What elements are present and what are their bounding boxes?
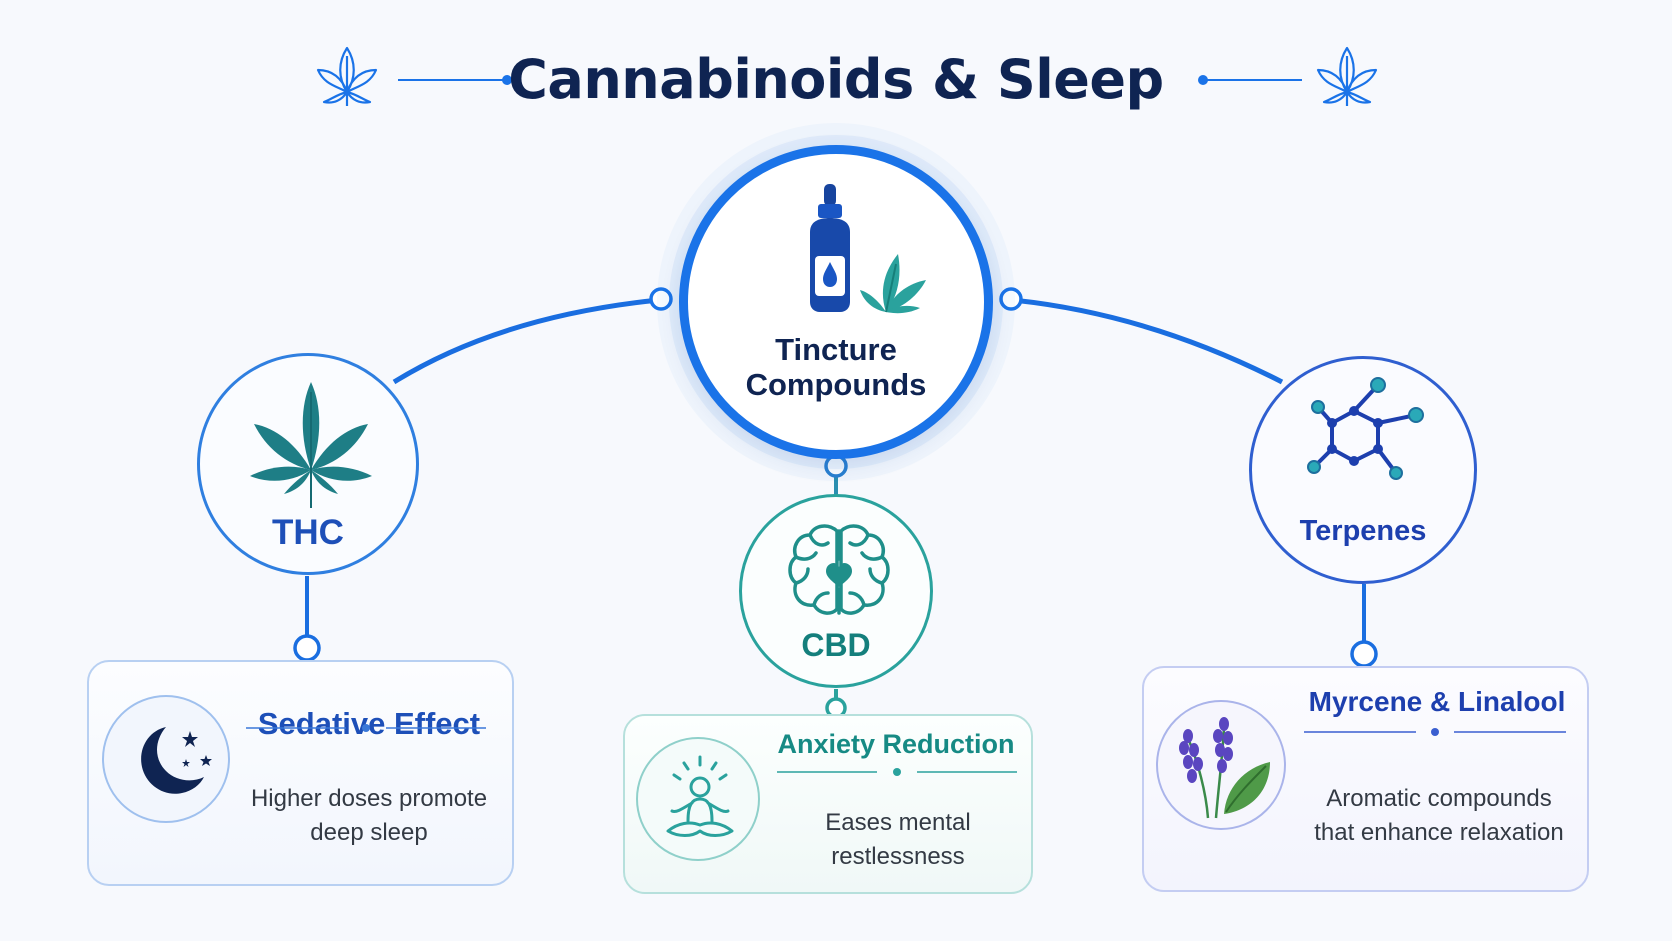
cbd-label: CBD xyxy=(801,627,871,663)
moon-stars-icon xyxy=(141,727,212,794)
sedative-description: Higher doses promote deep sleep xyxy=(250,785,488,846)
tincture-bottle-icon xyxy=(810,184,926,314)
thc-card-connector xyxy=(293,576,321,662)
compound-node-terpenes: Terpenes xyxy=(1249,356,1477,584)
sedative-divider xyxy=(246,724,486,732)
meditation-icon xyxy=(666,755,734,837)
myrcene-icon-circle xyxy=(1156,700,1286,830)
sedative-title: Sedative Effect xyxy=(257,706,481,741)
sedative-icon-circle xyxy=(102,695,230,823)
myrcene-title: Myrcene & Linalool xyxy=(1308,686,1566,717)
terpenes-label: Terpenes xyxy=(1299,515,1427,547)
header-right-leaf-icon xyxy=(1316,46,1378,106)
anxiety-title: Anxiety Reduction xyxy=(777,729,1015,759)
hub-thc-connector xyxy=(392,287,673,385)
cbd-card-connector xyxy=(825,689,847,719)
hub-label: Tincture Compounds xyxy=(745,332,927,402)
anxiety-description: Eases mental restlessness xyxy=(825,809,971,870)
hub-cbd-connector xyxy=(824,454,848,496)
anxiety-divider xyxy=(777,768,1017,776)
hub-terpenes-connector xyxy=(999,287,1284,385)
lavender-icon xyxy=(1179,717,1270,819)
hub-node-tincture-compounds: Tincture Compounds xyxy=(679,145,993,459)
myrcene-divider xyxy=(1304,728,1566,736)
terpenes-card-connector xyxy=(1350,584,1378,668)
anxiety-icon-circle xyxy=(636,737,760,861)
effect-card-myrcene-linalool: Myrcene & Linalool Aromatic compounds th… xyxy=(1142,666,1589,892)
page-title: Cannabinoids & Sleep xyxy=(508,48,1164,111)
header-left-line xyxy=(398,75,512,85)
compound-node-thc: THC xyxy=(197,353,419,575)
cannabis-leaf-icon xyxy=(250,382,372,508)
header-left-leaf-icon xyxy=(316,46,378,106)
header-right-line xyxy=(1198,75,1302,85)
effect-card-anxiety: Anxiety Reduction Eases mental restlessn… xyxy=(623,714,1033,894)
brain-heart-icon xyxy=(788,524,890,615)
molecule-icon xyxy=(1307,377,1424,480)
compound-node-cbd: CBD xyxy=(739,494,933,688)
thc-label: THC xyxy=(272,513,344,552)
effect-card-sedative: Sedative Effect Higher doses promote dee… xyxy=(87,660,514,886)
myrcene-description: Aromatic compounds that enhance relaxati… xyxy=(1314,785,1564,846)
